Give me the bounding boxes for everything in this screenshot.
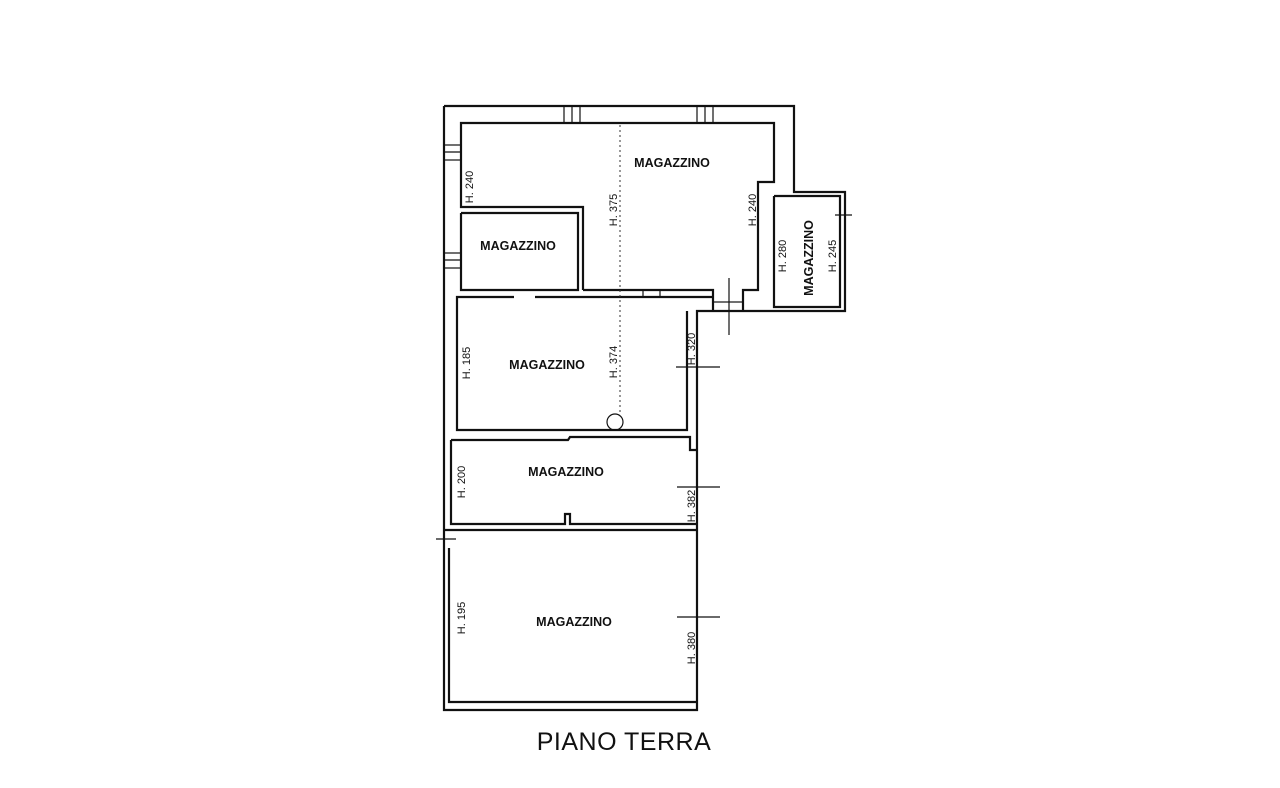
room-label: MAGAZZINO [634, 156, 710, 170]
room-3-walls [772, 194, 842, 309]
room-label: MAGAZZINO [528, 465, 604, 479]
room-label: MAGAZZINO [480, 239, 556, 253]
height-label: H. 200 [456, 466, 468, 498]
room-5-walls [444, 435, 697, 532]
room-label: MAGAZZINO [536, 615, 612, 629]
ridge-line [606, 125, 624, 431]
outer-walls [442, 104, 847, 712]
windows [443, 105, 744, 312]
height-label: H. 280 [777, 240, 789, 272]
height-label: H. 240 [464, 171, 476, 203]
height-label: H. 195 [456, 602, 468, 634]
column-marker [606, 413, 624, 431]
room-6-walls [447, 548, 697, 704]
height-label: H. 240 [747, 194, 759, 226]
height-label: H. 185 [461, 347, 473, 379]
height-label: H. 374 [608, 346, 620, 378]
height-label: H. 375 [608, 194, 620, 226]
room-4-walls [455, 295, 713, 432]
height-label: H. 320 [686, 333, 698, 365]
section-marks [436, 214, 852, 618]
room-label: MAGAZZINO [509, 358, 585, 372]
height-label: H. 380 [686, 632, 698, 664]
floor-title: PIANO TERRA [536, 728, 712, 756]
height-label: H. 245 [827, 240, 839, 272]
room-label: MAGAZZINO [802, 220, 816, 296]
height-label: H. 382 [686, 490, 698, 522]
